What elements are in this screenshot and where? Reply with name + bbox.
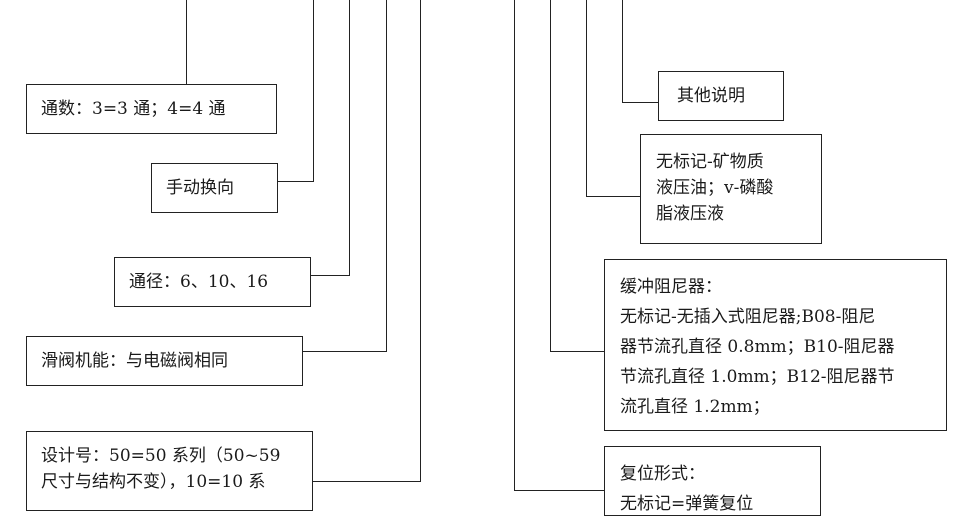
connector-line-diameter-v [349,0,350,276]
damper-box: 缓冲阻尼器： 无标记-无插入式阻尼器;B08-阻尼 器节流孔直径 0.8mm；B… [604,259,947,431]
fluid-box: 无标记-矿物质 液压油；v-磷酸 脂液压液 [640,134,822,244]
manual-box: 手动换向 [151,163,278,213]
connector-line-spool-v [386,0,387,352]
damper-line-2: 无标记-无插入式阻尼器;B08-阻尼 [620,307,876,327]
ports-box: 通数：3=3 通；4=4 通 [26,84,277,134]
reset-line-1: 复位形式： [620,464,705,484]
diameter-label: 通径：6、10、16 [129,272,269,292]
connector-line-other-v [622,0,623,103]
connector-line-spool-h [302,351,387,352]
damper-line-5: 流孔直径 1.2mm； [620,397,770,417]
design-box: 设计号：50=50 系列（50~59 尺寸与结构不变），10=10 系 [26,431,313,511]
design-line-2: 尺寸与结构不变），10=10 系 [41,472,266,492]
fluid-line-2: 液压油；v-磷酸 [656,178,774,198]
connector-line-ports-v [186,0,187,84]
design-line-1: 设计号：50=50 系列（50~59 [41,446,281,466]
connector-line-manual-v [313,0,314,182]
connector-line-ports-h [186,83,187,84]
connector-line-manual-h [277,181,314,182]
connector-line-other-h [622,102,659,103]
diameter-box: 通径：6、10、16 [114,257,311,307]
manual-label: 手动换向 [166,178,234,198]
reset-box: 复位形式： 无标记=弹簧复位 [604,446,821,516]
connector-line-design-h [313,481,421,482]
other-label: 其他说明 [677,86,745,106]
damper-line-4: 节流孔直径 1.0mm；B12-阻尼器节 [620,367,895,387]
connector-line-fluid-h [586,196,641,197]
connector-line-reset-v [514,0,515,491]
damper-line-3: 器节流孔直径 0.8mm；B10-阻尼器 [620,337,895,357]
connector-line-damper-h [550,351,605,352]
connector-line-damper-v [550,0,551,352]
spool-label: 滑阀机能：与电磁阀相同 [41,351,228,371]
connector-line-fluid-v [586,0,587,197]
fluid-line-1: 无标记-矿物质 [656,152,764,172]
connector-line-diameter-h [310,275,350,276]
ports-label: 通数：3=3 通；4=4 通 [41,99,226,119]
damper-line-1: 缓冲阻尼器： [620,277,722,297]
connector-line-design-v [420,0,421,482]
other-box: 其他说明 [658,71,784,121]
spool-box: 滑阀机能：与电磁阀相同 [26,336,303,386]
fluid-line-3: 脂液压液 [656,204,724,224]
connector-line-reset-h [514,490,605,491]
